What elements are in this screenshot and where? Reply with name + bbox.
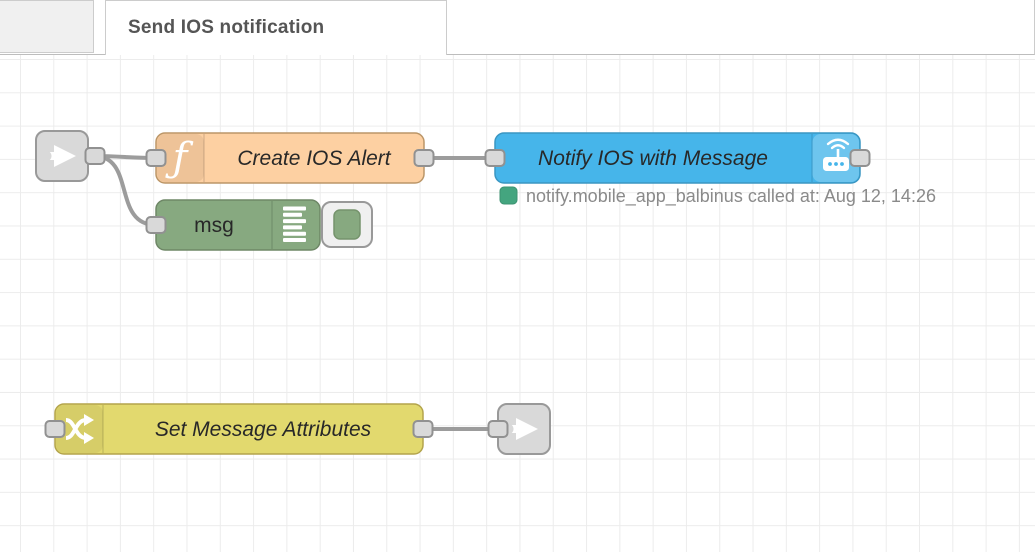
tab-label: Send IOS notification bbox=[128, 17, 325, 38]
port-output[interactable] bbox=[849, 149, 871, 167]
node-label: Set Message Attributes bbox=[155, 418, 372, 441]
router-icon bbox=[823, 138, 850, 171]
node-debug[interactable]: msg bbox=[145, 199, 321, 251]
workspace-canvas[interactable]: ƒ Create IOS Alert msg bbox=[0, 55, 1035, 552]
node-call-service[interactable]: Notify IOS with Message bbox=[484, 132, 871, 184]
tab-active-flow[interactable]: Send IOS notification bbox=[105, 0, 447, 55]
port-output[interactable] bbox=[84, 147, 106, 165]
node-link-out[interactable] bbox=[487, 403, 551, 455]
port-input[interactable] bbox=[484, 149, 506, 167]
port-output[interactable] bbox=[413, 149, 435, 167]
status-indicator bbox=[499, 186, 518, 205]
status-text: notify.mobile_app_balbinus called at: Au… bbox=[526, 186, 936, 207]
port-input[interactable] bbox=[44, 420, 66, 438]
port-output[interactable] bbox=[412, 420, 434, 438]
node-label: Notify IOS with Message bbox=[538, 147, 768, 170]
node-status: notify.mobile_app_balbinus called at: Au… bbox=[499, 186, 936, 207]
port-input[interactable] bbox=[145, 216, 167, 234]
node-link-in[interactable] bbox=[35, 130, 106, 182]
debug-toggle-indicator bbox=[333, 209, 361, 240]
link-arrow-icon bbox=[40, 145, 76, 167]
tab-inactive[interactable] bbox=[0, 0, 94, 53]
node-label: msg bbox=[194, 214, 234, 237]
port-input[interactable] bbox=[487, 420, 509, 438]
node-label: Create IOS Alert bbox=[237, 147, 391, 170]
port-input[interactable] bbox=[145, 149, 167, 167]
debug-list-icon bbox=[283, 206, 306, 242]
wire[interactable] bbox=[92, 154, 158, 227]
debug-toggle-button[interactable] bbox=[321, 201, 373, 248]
node-change[interactable]: Set Message Attributes bbox=[44, 403, 434, 455]
node-function[interactable]: ƒ Create IOS Alert bbox=[145, 132, 435, 184]
shuffle-icon bbox=[65, 414, 94, 444]
tab-bar: Send IOS notification bbox=[0, 0, 1035, 55]
